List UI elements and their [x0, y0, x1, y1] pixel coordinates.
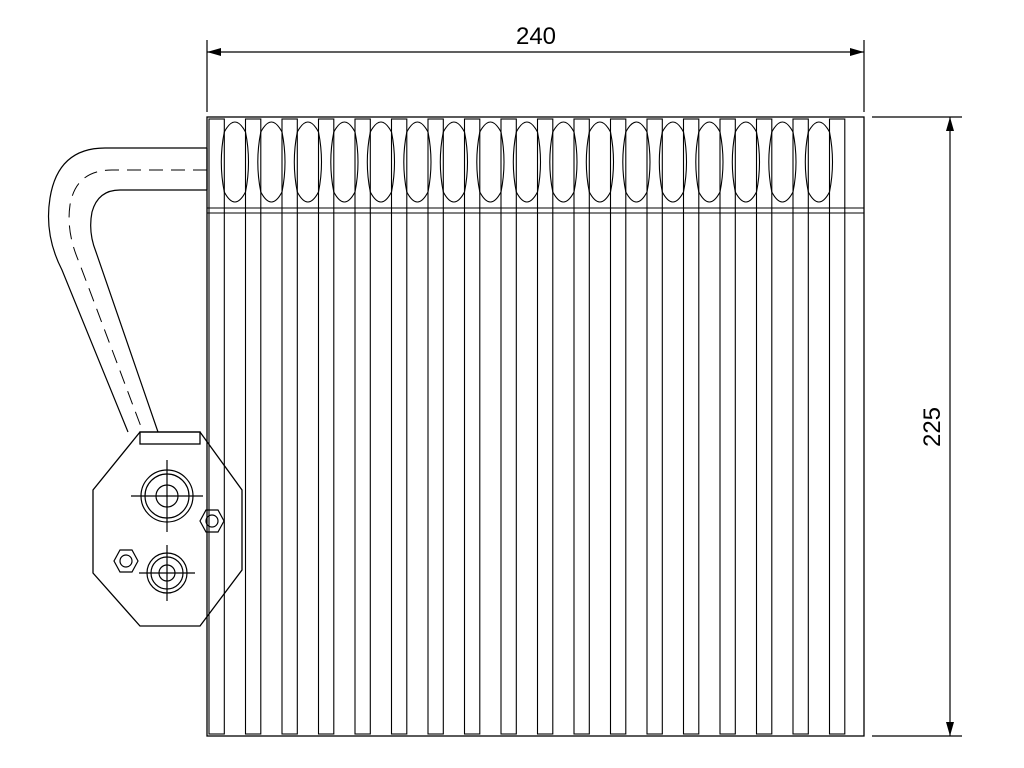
header-dome-1 — [220, 121, 250, 203]
header-dome-15 — [731, 121, 761, 203]
nut-right-icon — [199, 509, 225, 533]
tube-12 — [609, 118, 627, 735]
tube-3 — [281, 118, 298, 735]
refrigerant-pipe — [47, 147, 208, 433]
header-dome-12 — [622, 121, 651, 203]
header-dome-3 — [293, 121, 323, 203]
header-dome-17 — [804, 121, 834, 203]
height-dimension-label: 225 — [919, 407, 946, 447]
tube-14 — [682, 118, 700, 735]
tube-16 — [755, 118, 773, 735]
tube-8 — [463, 118, 481, 735]
tube-13 — [646, 118, 663, 735]
tube-group — [208, 118, 846, 735]
header-dome-10 — [549, 121, 578, 203]
header-dome-16 — [768, 121, 797, 203]
tube-18 — [828, 118, 846, 735]
tube-2 — [244, 118, 262, 735]
tube-1 — [208, 118, 225, 735]
height-dimension: 225 — [872, 116, 962, 737]
width-dimension-label: 240 — [516, 23, 556, 50]
tube-11 — [573, 118, 590, 735]
tube-6 — [390, 118, 408, 735]
evaporator-core — [206, 116, 865, 737]
header-dome-2 — [257, 121, 286, 203]
width-dimension: 240 — [206, 23, 865, 112]
tube-15 — [719, 118, 736, 735]
upper-port-icon — [131, 460, 203, 532]
tube-10 — [536, 118, 554, 735]
header-dome-6 — [403, 121, 432, 203]
nut-left-icon — [113, 549, 139, 573]
header-dome-4 — [330, 121, 359, 203]
mounting-flange — [92, 431, 243, 627]
header-dome-7 — [439, 121, 469, 203]
lower-port-icon — [139, 545, 195, 601]
tube-9 — [500, 118, 517, 735]
header-dome-11 — [585, 121, 615, 203]
header-dome-9 — [512, 121, 542, 203]
header-dome-13 — [658, 121, 688, 203]
header-dome-8 — [476, 121, 505, 203]
header-dome-5 — [366, 121, 396, 203]
tube-5 — [354, 118, 371, 735]
tube-17 — [792, 118, 809, 735]
tube-7 — [427, 118, 444, 735]
header-dome-14 — [695, 121, 724, 203]
tube-4 — [317, 118, 335, 735]
